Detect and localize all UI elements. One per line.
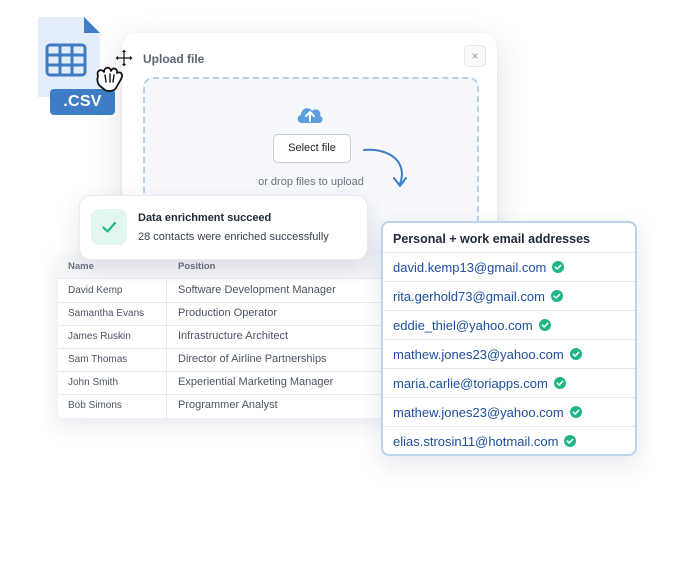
verified-check-icon <box>539 319 551 331</box>
email-address[interactable]: maria.carlie@toriapps.com <box>393 376 548 391</box>
email-row[interactable]: elias.strosin11@hotmail.com <box>383 426 635 454</box>
column-divider <box>166 255 167 418</box>
verified-check-icon <box>570 348 582 360</box>
email-address[interactable]: mathew.jones23@yahoo.com <box>393 405 564 420</box>
table-row[interactable]: David Kemp Software Development Manager <box>58 279 387 303</box>
cell-position: Software Development Manager <box>178 284 336 296</box>
verified-check-icon <box>570 406 582 418</box>
success-toast: Data enrichment succeed 28 contacts were… <box>79 195 368 260</box>
toast-check-badge <box>91 209 127 245</box>
close-button[interactable]: × <box>464 45 486 67</box>
email-row[interactable]: david.kemp13@gmail.com <box>383 252 635 281</box>
flow-arrow-right <box>363 148 407 187</box>
drop-hint-text: or drop files to upload <box>258 176 364 188</box>
email-addresses-card: Personal + work email addresses david.ke… <box>381 221 637 456</box>
email-card-title: Personal + work email addresses <box>383 223 635 252</box>
grab-hand-cursor-icon <box>96 66 123 92</box>
email-address[interactable]: rita.gerhold73@gmail.com <box>393 289 545 304</box>
email-row[interactable]: eddie_thiel@yahoo.com <box>383 310 635 339</box>
column-header-name: Name <box>68 261 94 272</box>
email-address[interactable]: elias.strosin11@hotmail.com <box>393 434 559 449</box>
cloud-upload-icon <box>297 108 323 123</box>
cell-name: David Kemp <box>68 285 123 296</box>
table-row[interactable]: Bob Simons Programmer Analyst <box>58 394 387 417</box>
move-cursor-icon <box>114 48 134 68</box>
csv-file-label: .CSV <box>50 89 115 115</box>
email-address[interactable]: eddie_thiel@yahoo.com <box>393 318 533 333</box>
column-header-position: Position <box>178 261 216 272</box>
verified-check-icon <box>552 261 564 273</box>
cell-name: Bob Simons <box>68 400 122 411</box>
spreadsheet-icon <box>45 43 87 77</box>
table-row[interactable]: John Smith Experiential Marketing Manage… <box>58 371 387 395</box>
email-row[interactable]: mathew.jones23@yahoo.com <box>383 339 635 368</box>
email-address[interactable]: david.kemp13@gmail.com <box>393 260 547 275</box>
cell-position: Director of Airline Partnerships <box>178 353 327 365</box>
email-row[interactable]: rita.gerhold73@gmail.com <box>383 281 635 310</box>
cell-position: Production Operator <box>178 307 278 319</box>
check-icon <box>102 221 117 233</box>
verified-check-icon <box>551 290 563 302</box>
email-card-title-text: Personal + work email addresses <box>393 232 590 246</box>
csv-file-icon <box>38 17 100 97</box>
email-row[interactable]: mathew.jones23@yahoo.com <box>383 397 635 426</box>
cell-position: Infrastructure Architect <box>178 330 289 342</box>
cell-position: Programmer Analyst <box>178 399 278 411</box>
email-row[interactable]: maria.carlie@toriapps.com <box>383 368 635 397</box>
cell-name: Sam Thomas <box>68 354 128 365</box>
verified-check-icon <box>564 435 576 447</box>
cell-name: James Ruskin <box>68 331 131 342</box>
table-row[interactable]: Samantha Evans Production Operator <box>58 302 387 326</box>
table-row[interactable]: James Ruskin Infrastructure Architect <box>58 325 387 349</box>
toast-subtitle: 28 contacts were enriched successfully <box>138 231 329 243</box>
toast-title: Data enrichment succeed <box>138 212 272 224</box>
cell-name: John Smith <box>68 377 119 388</box>
email-address[interactable]: mathew.jones23@yahoo.com <box>393 347 564 362</box>
cell-position: Experiential Marketing Manager <box>178 376 334 388</box>
table-row[interactable]: Sam Thomas Director of Airline Partnersh… <box>58 348 387 372</box>
upload-title: Upload file <box>143 52 205 66</box>
contacts-table: Name Position David Kemp Software Develo… <box>58 255 387 418</box>
select-file-button[interactable]: Select file <box>273 134 351 163</box>
verified-check-icon <box>554 377 566 389</box>
cell-name: Samantha Evans <box>68 308 145 319</box>
